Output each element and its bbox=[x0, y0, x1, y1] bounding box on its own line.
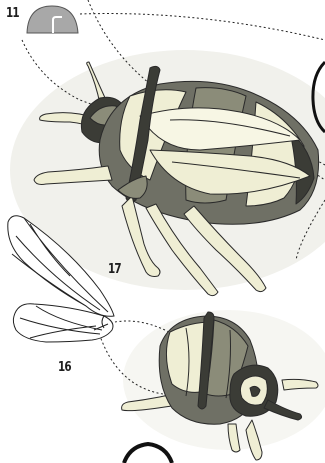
small-bee-leg-right bbox=[282, 379, 318, 390]
part-label-16: 16 bbox=[58, 360, 71, 375]
guide-line-11 bbox=[80, 14, 325, 40]
bottom-callout-circle bbox=[124, 444, 172, 463]
part-label-11: 11 bbox=[6, 6, 19, 21]
part-label-17: 17 bbox=[108, 262, 121, 277]
part-11-piece bbox=[27, 6, 78, 33]
